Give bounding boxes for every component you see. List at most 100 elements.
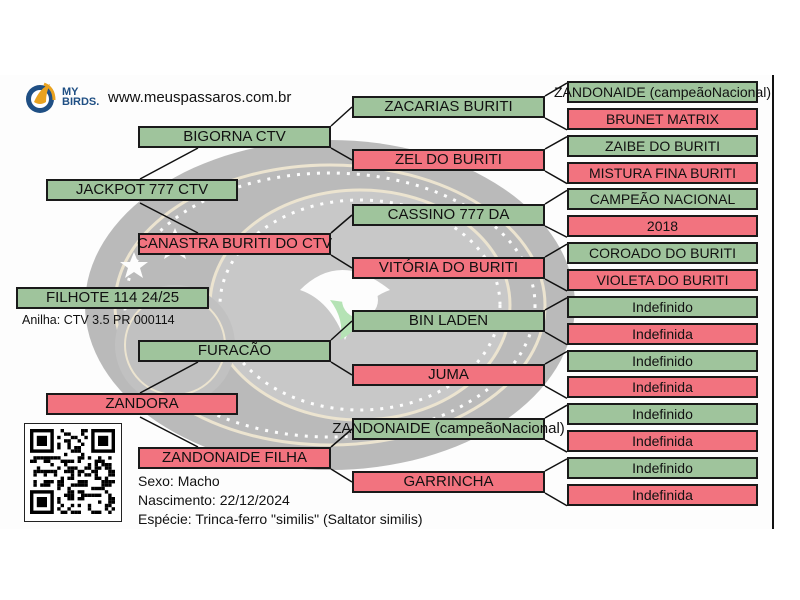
connector-line [330,320,353,341]
connector-line [544,243,568,258]
connector-line [330,468,353,483]
great-great-grandparent-box[interactable]: 2018 [567,215,758,238]
subject-name-box[interactable]: FILHOTE 114 24/25 [16,287,209,309]
qr-code-icon [30,429,115,514]
connector-line [544,136,568,150]
great-great-grandparent-box[interactable]: Indefinido [567,349,758,372]
connector-line [330,254,353,269]
great-grandparent-name: ZANDONAIDE (campeãoNacional) [332,420,565,437]
great-grandparent-box[interactable]: ZANDONAIDE (campeãoNacional) [332,418,565,440]
parent-name: ZANDORA [105,395,179,412]
connector-line [544,331,568,346]
connector-line [544,189,568,205]
website-link[interactable]: www.meuspassaros.com.br [108,89,292,106]
great-great-grandparent-box[interactable]: MISTURA FINA BURITI [567,161,758,184]
grandparent-box[interactable]: FURACÃO [138,340,331,362]
connector-line [139,202,199,234]
connector-line [544,385,568,400]
great-great-grandparent-box[interactable]: CAMPEÃO NACIONAL [567,188,758,211]
grandparent-box[interactable]: ZANDONAIDE FILHA [138,447,331,469]
subject-species: Espécie: Trinca-ferro "similis" (Saltato… [138,511,423,527]
great-grandparent-box[interactable]: CASSINO 777 DA [352,204,545,226]
great-great-grandparent-name: Indefinida [632,379,693,396]
great-grandparent-name: CASSINO 777 DA [387,206,510,223]
great-great-grandparent-name: Indefinido [632,298,693,315]
connector-line [139,147,199,180]
connector-line [330,106,353,127]
great-great-grandparent-box[interactable]: BRUNET MATRIX [567,107,758,130]
logo-text-top: MY [62,86,79,98]
logo-wordmark: MY BIRDS. [62,86,100,108]
mybirds-logo-icon [26,82,56,113]
connector-line [544,458,568,472]
great-great-grandparent-box[interactable]: Indefinida [567,376,758,399]
logo-text-bottom: BIRDS. [62,96,100,108]
connector-line [330,361,353,376]
subject-ring: Anilha: CTV 3.5 PR 000114 [22,313,175,327]
parent-box[interactable]: JACKPOT 777 CTV [46,179,238,201]
great-grandparent-name: BIN LADEN [408,312,489,329]
great-great-grandparent-name: BRUNET MATRIX [605,110,720,127]
great-great-grandparent-box[interactable]: Indefinido [567,403,758,426]
subject-sex: Sexo: Macho [138,473,220,489]
great-great-grandparent-box[interactable]: ZAIBE DO BURITI [567,134,758,157]
great-grandparent-name: ZEL DO BURITI [395,151,502,168]
connector-line [544,225,568,238]
great-grandparent-name: ZACARIAS BURITI [384,98,513,115]
grandparent-name: ZANDONAIDE FILHA [161,449,308,466]
great-grandparent-box[interactable]: VITÓRIA DO BURITI [352,257,545,279]
connector-line [544,297,568,311]
subject-name: FILHOTE 114 24/25 [45,289,180,306]
great-great-grandparent-name: ZANDONAIDE (campeãoNacional) [553,84,772,100]
great-great-grandparent-name: MISTURA FINA BURITI [588,164,736,181]
great-great-grandparent-name: CAMPEÃO NACIONAL [589,191,736,208]
great-grandparent-name: GARRINCHA [403,473,494,490]
great-great-grandparent-box[interactable]: Indefinido [567,295,758,318]
great-great-grandparent-name: ZAIBE DO BURITI [604,137,721,154]
connector-line [544,492,568,507]
connector-line [544,82,568,97]
great-great-grandparent-box[interactable]: VIOLETA DO BURITI [567,268,758,291]
great-great-grandparent-box[interactable]: Indefinida [567,322,758,345]
great-grandparent-box[interactable]: JUMA [352,364,545,386]
parent-box[interactable]: ZANDORA [46,393,238,415]
great-great-grandparent-box[interactable]: ZANDONAIDE (campeãoNacional) [554,81,771,103]
connector-line [544,117,568,131]
grandparent-name: BIGORNA CTV [183,128,286,145]
connector-line [544,439,568,453]
grandparent-box[interactable]: BIGORNA CTV [138,126,331,148]
great-great-grandparent-name: VIOLETA DO BURITI [596,271,729,288]
parent-name: JACKPOT 777 CTV [75,181,209,198]
connector-line [544,350,568,365]
connector-line [544,278,568,292]
great-great-grandparent-name: Indefinida [632,486,693,503]
subject-birth: Nascimento: 22/12/2024 [138,492,290,508]
great-great-grandparent-box[interactable]: Indefinido [567,456,758,479]
great-great-grandparent-box[interactable]: Indefinida [567,430,758,453]
connector-line [330,147,353,161]
grandparent-name: FURACÃO [197,342,272,359]
grandparent-box[interactable]: CANASTRA BURITI DO CTV [136,233,333,255]
connector-line [544,404,568,419]
great-grandparent-box[interactable]: ZACARIAS BURITI [352,96,545,118]
great-great-grandparent-name: Indefinido [632,352,693,369]
great-grandparent-box[interactable]: BIN LADEN [352,310,545,332]
grandparent-name: CANASTRA BURITI DO CTV [136,235,333,252]
connector-line [330,428,353,448]
great-great-grandparent-name: Indefinida [632,325,693,342]
great-great-grandparent-box[interactable]: COROADO DO BURITI [567,242,758,265]
great-great-grandparent-name: Indefinido [632,459,693,476]
connector-line [139,361,199,394]
qr-code [24,423,122,522]
connector-line [330,214,353,234]
great-great-grandparent-name: COROADO DO BURITI [588,245,736,262]
great-grandparent-box[interactable]: GARRINCHA [352,471,545,493]
great-grandparent-name: JUMA [428,366,469,383]
page-border-line [772,75,774,529]
connector-line [544,170,568,185]
great-grandparent-box[interactable]: ZEL DO BURITI [352,149,545,171]
connector-line [139,416,199,448]
great-great-grandparent-box[interactable]: Indefinida [567,483,758,506]
